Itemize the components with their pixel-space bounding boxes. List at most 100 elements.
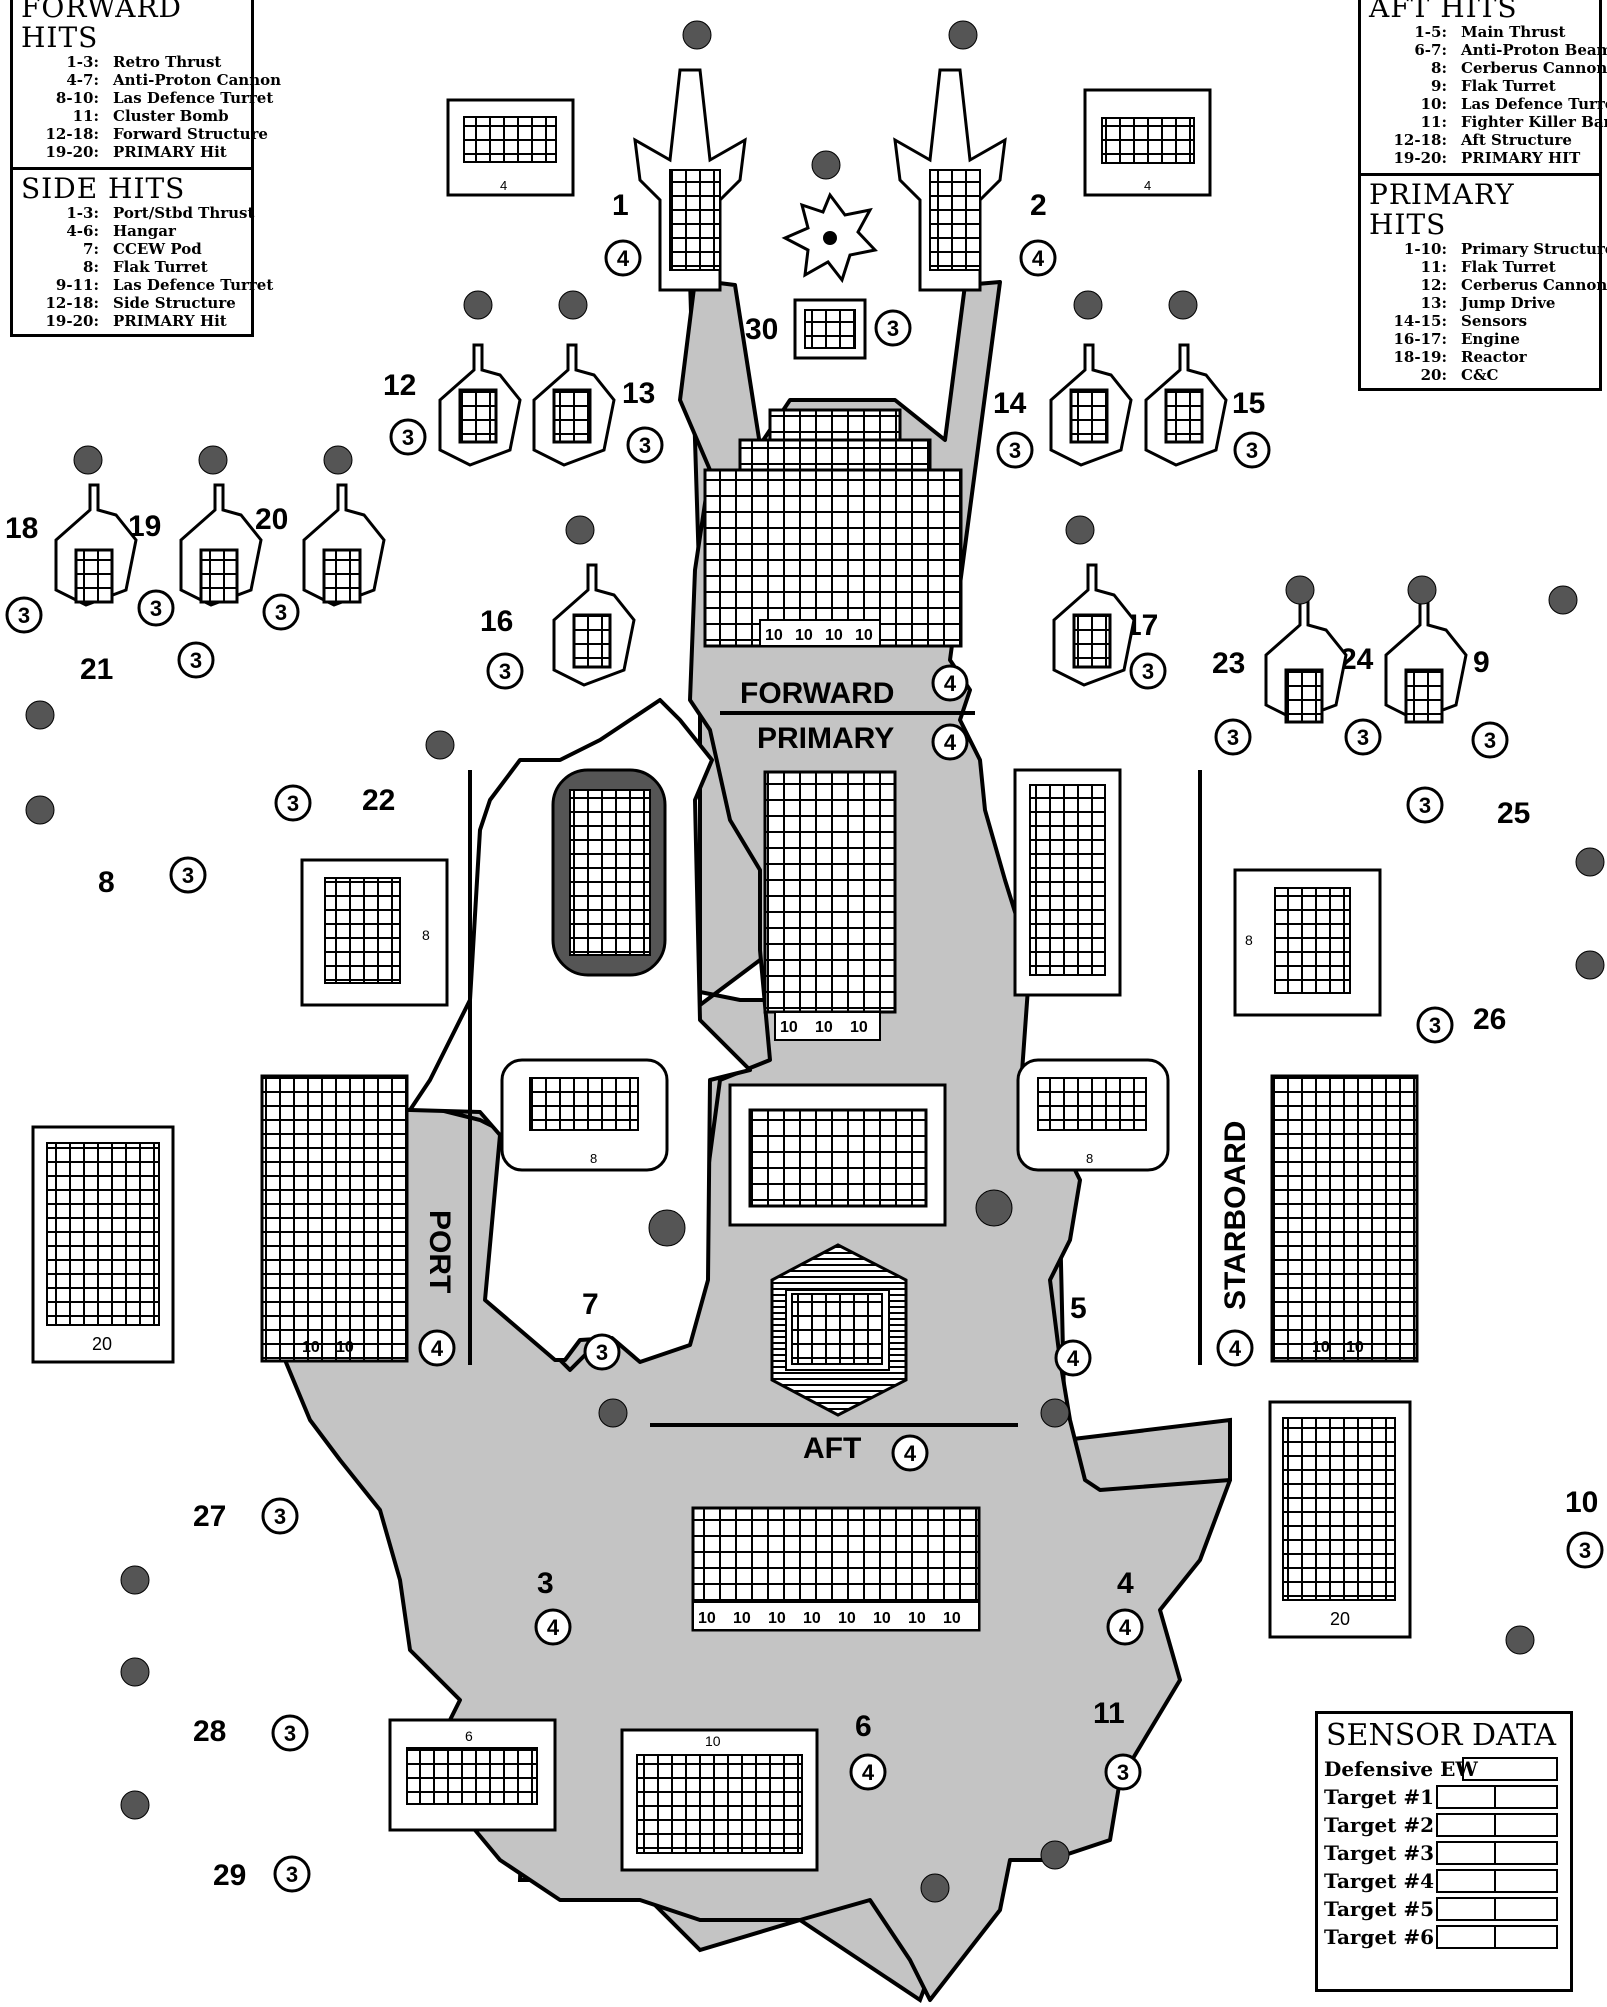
armor-value: 3 [1357,725,1369,750]
starboard-armor: 4 [1229,1336,1242,1361]
armor-value: 3 [284,1721,296,1746]
aft-armor: 4 [904,1441,917,1466]
component-id: 10 [1565,1486,1598,1519]
primary-armor: 4 [944,730,957,755]
hangar-right-boxes [1030,785,1105,975]
forward-armor: 4 [944,671,957,696]
component-id: 20 [255,503,288,536]
component-id: 4 [1117,1567,1134,1600]
armor-value: 3 [18,603,30,628]
box-value: 10 [825,627,843,644]
forward-label: FORWARD [740,677,894,710]
port-label: PORT [423,1210,456,1293]
anti-proton-cannon-2 [895,70,1005,290]
armor-value: 4 [1032,246,1045,271]
armor-value: 3 [1009,438,1021,463]
hangar-capacity: 8 [422,927,430,943]
armor-value: 3 [1484,728,1496,753]
aft-label: AFT [803,1432,861,1465]
component-id: 8 [98,866,115,899]
component-id: 2 [1030,189,1047,222]
thruster-rating: 4 [1144,178,1151,193]
component-id: 12 [383,369,416,402]
armor-value: 3 [190,648,202,673]
box-value: 8 [590,1151,597,1166]
svg-text:10: 10 [838,1610,856,1627]
armor-value: 3 [286,1862,298,1887]
armor-value: 3 [402,425,414,450]
armor-value: 3 [596,1340,608,1365]
armor-value: 3 [1579,1538,1591,1563]
armor-value: 4 [1119,1615,1132,1640]
svg-text:10: 10 [733,1610,751,1627]
reactor-boxes [750,1110,926,1206]
component-id: 9 [1473,646,1490,679]
svg-text:10: 10 [943,1610,961,1627]
component-id: 13 [622,377,655,410]
svg-text:10: 10 [873,1610,891,1627]
box-value: 8 [1086,1151,1093,1166]
primary-structure-boxes [765,772,895,1040]
armor-value: 3 [150,596,162,621]
component-id: 14 [993,387,1027,420]
armor-value: 3 [1227,725,1239,750]
anti-proton-cannon-1 [635,70,745,290]
box-value: 10 [855,627,873,644]
armor-value: 3 [1429,1013,1441,1038]
component-id: 3 [537,1567,554,1600]
box-value: 10 [850,1019,868,1036]
component-id: 7 [582,1288,599,1321]
svg-text:10: 10 [698,1610,716,1627]
armor-value: 3 [1419,793,1431,818]
port-thruster-rating: 20 [92,1334,112,1354]
thruster-rating: 4 [500,178,507,193]
armor-value: 4 [547,1615,560,1640]
starboard-label: STARBOARD [1219,1121,1252,1310]
armor-value: 3 [499,659,511,684]
component-id: 21 [80,653,113,686]
component-id: 30 [745,313,778,346]
hangar-capacity: 8 [1245,932,1253,948]
armor-value: 4 [862,1760,875,1785]
cluster-bomb-30 [785,195,875,358]
armor-value: 3 [287,791,299,816]
box-value: 10 [795,627,813,644]
component-id: 23 [1212,647,1245,680]
armor-value: 4 [617,246,630,271]
armor-value: 3 [1246,438,1258,463]
armor-value: 3 [275,600,287,625]
component-id: 6 [855,1710,872,1743]
svg-text:10: 10 [908,1610,926,1627]
armor-value: 4 [1067,1346,1080,1371]
component-id: 22 [362,784,395,817]
forward-ten-boxes: 10 10 10 10 [760,620,880,646]
box-value: 10 [780,1019,798,1036]
armor-value: 3 [1117,1760,1129,1785]
component-id: 29 [213,1859,246,1892]
port-thruster-boxes [47,1143,159,1325]
box-value: 10 [815,1019,833,1036]
box-value: 10 [336,1339,354,1356]
forward-structure-boxes [705,410,961,646]
component-id: 18 [5,512,38,545]
armor-value: 3 [274,1504,286,1529]
port-armor: 4 [431,1336,444,1361]
thruster-rating: 10 [705,1733,721,1749]
port-structure-boxes [262,1076,407,1361]
primary-label: PRIMARY [757,722,894,755]
box-value: 10 [1346,1339,1364,1356]
starboard-thruster-rating: 20 [1330,1609,1350,1629]
box-value: 10 [1312,1339,1330,1356]
component-id: 1 [612,189,629,222]
component-id: 28 [193,1715,226,1748]
component-id: 11 [1093,1697,1125,1730]
hangar-left-boxes [570,790,650,955]
armor-value: 3 [887,316,899,341]
component-id: 16 [480,605,513,638]
starboard-structure-boxes [1272,1076,1417,1361]
box-value: 10 [302,1339,320,1356]
svg-text:10: 10 [768,1610,786,1627]
starboard-thruster-boxes [1283,1418,1395,1600]
thruster-rating: 6 [465,1728,473,1744]
